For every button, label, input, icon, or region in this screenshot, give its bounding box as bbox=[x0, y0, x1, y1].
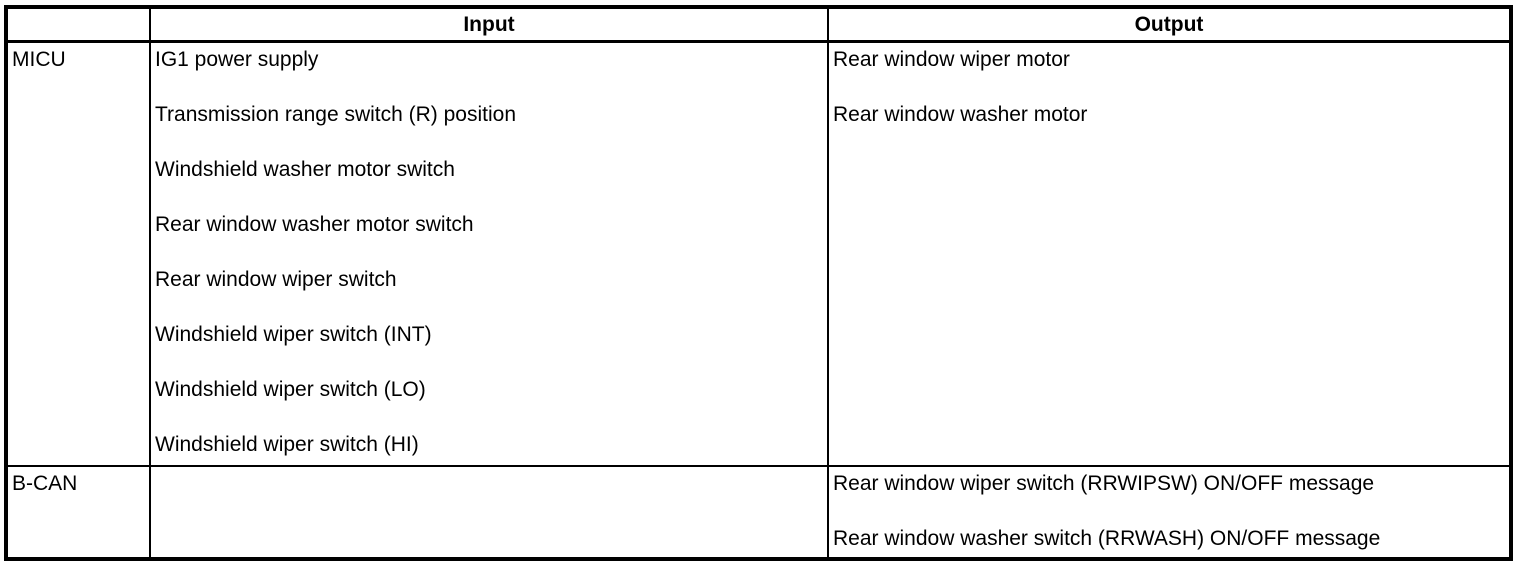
bcan-output-cell: Rear window wiper switch (RRWIPSW) ON/OF… bbox=[827, 466, 1511, 559]
row-label-bcan: B-CAN bbox=[12, 472, 78, 495]
cell-text-line: Rear window washer motor bbox=[833, 103, 1088, 126]
bcan-input-cell bbox=[149, 466, 828, 559]
row-label-micu: MICU bbox=[6, 41, 150, 467]
cell-text-line: Windshield washer motor switch bbox=[155, 158, 455, 181]
cell-text-line: Windshield wiper switch (HI) bbox=[155, 433, 419, 456]
cell-text-line: Rear window wiper switch bbox=[155, 268, 397, 291]
table-row-bcan: B-CAN Rear window wiper switch (RRWIPSW)… bbox=[6, 466, 1511, 559]
header-corner-cell bbox=[6, 7, 150, 43]
cell-text-line: Rear window washer motor switch bbox=[155, 213, 474, 236]
cell-text-line: Transmission range switch (R) position bbox=[155, 103, 517, 126]
cell-text-line: Windshield wiper switch (LO) bbox=[155, 378, 426, 401]
cell-text-line: IG1 power supply bbox=[155, 48, 319, 71]
cell-text-line: Rear window wiper motor bbox=[833, 48, 1070, 71]
cell-text-line: Rear window wiper switch (RRWIPSW) ON/OF… bbox=[833, 472, 1375, 495]
header-row: Input Output bbox=[6, 7, 1511, 43]
cell-text-line: Windshield wiper switch (INT) bbox=[155, 323, 432, 346]
header-output: Output bbox=[827, 7, 1511, 43]
header-input: Input bbox=[149, 7, 828, 43]
cell-text-line: Rear window washer switch (RRWASH) ON/OF… bbox=[833, 527, 1381, 550]
